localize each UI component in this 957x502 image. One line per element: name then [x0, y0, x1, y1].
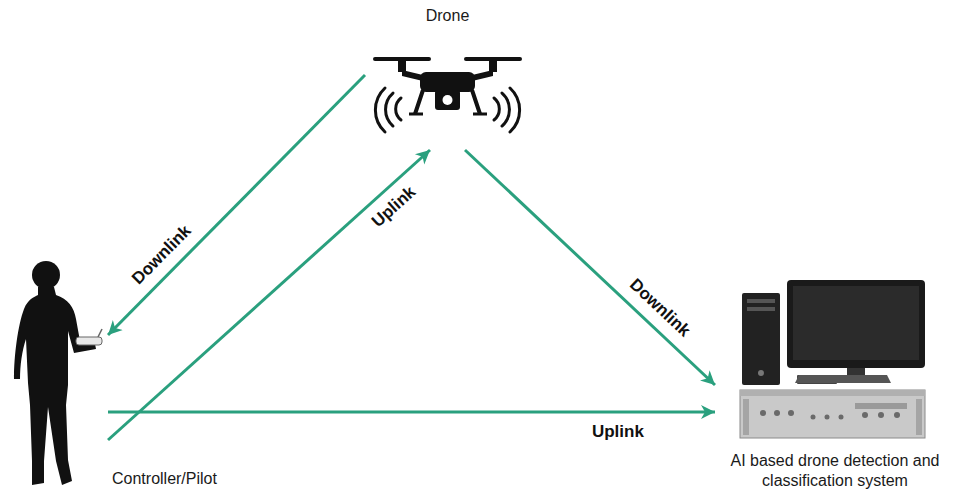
- pilot-silhouette: [8, 255, 108, 495]
- link-arrow: [108, 150, 430, 440]
- detection-system-node: AI based drone detection and classificat…: [715, 275, 955, 500]
- drone-illustration: [365, 2, 530, 150]
- link-arrow: [108, 75, 365, 335]
- link-label: Uplink: [368, 182, 420, 232]
- node-caption: AI based drone detection and classificat…: [725, 451, 945, 491]
- node-caption: Drone: [365, 6, 530, 26]
- link-arrow: [108, 411, 715, 414]
- drone-node: Drone: [365, 2, 530, 150]
- link-arrow: [465, 150, 715, 385]
- pilot-node: Controller/Pilot: [8, 255, 108, 495]
- node-caption: Controller/Pilot: [112, 469, 272, 489]
- link-label: Uplink: [592, 422, 644, 442]
- computer-illustration: [715, 275, 955, 445]
